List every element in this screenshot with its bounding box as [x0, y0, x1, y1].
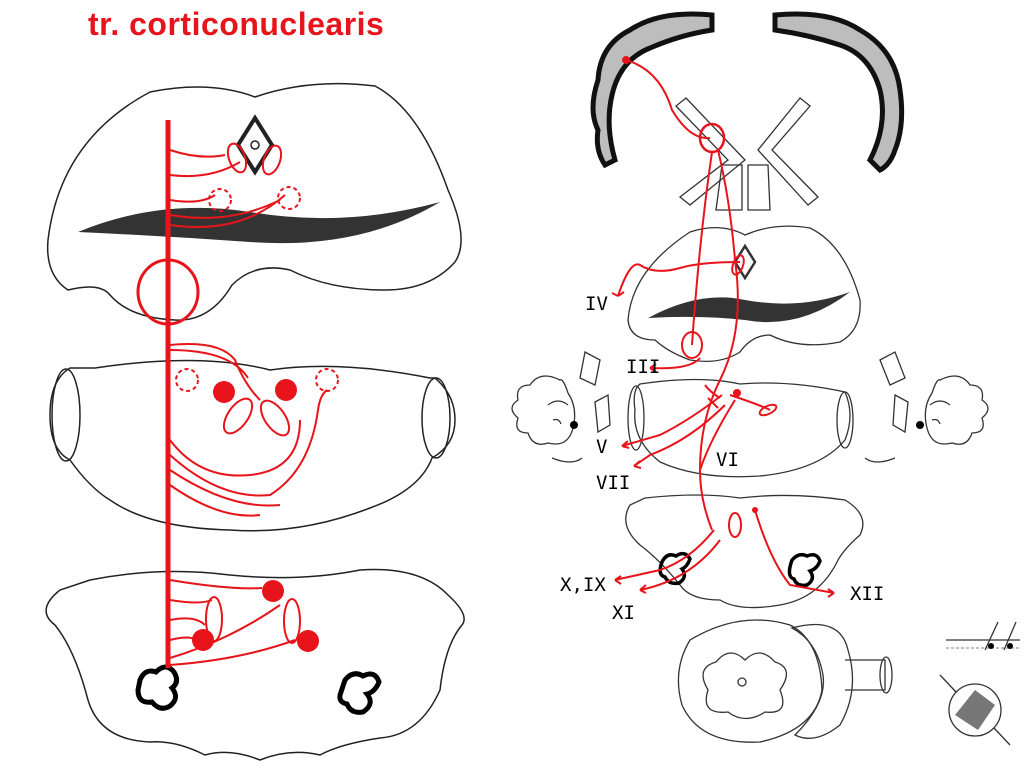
diagram-title: tr. corticonuclearis — [88, 6, 385, 42]
midbrain-section-right — [627, 225, 861, 363]
left-tract — [136, 120, 339, 668]
midbrain-section-left — [46, 82, 462, 321]
inferior-olive-left-b — [337, 671, 382, 715]
label-cranial-nerve-vi: VI — [716, 449, 739, 471]
label-cranial-nerve-v: V — [596, 436, 608, 458]
left-sections — [45, 82, 465, 761]
label-cranial-nerve-vii: VII — [596, 472, 631, 494]
cerebral-aqueduct-left — [235, 114, 275, 176]
cortex-left-hemisphere — [590, 11, 715, 169]
crus-circle-left — [136, 258, 200, 326]
label-cranial-nerve-xii: XII — [850, 583, 885, 605]
medulla-section-left — [45, 568, 465, 761]
pons-section-right — [633, 378, 851, 478]
right-tract — [611, 56, 835, 598]
label-cranial-nerve-iii: III — [626, 356, 661, 378]
cortex-right-hemisphere — [772, 11, 905, 174]
label-cranial-nerve-x-ix: X,IX — [560, 574, 606, 596]
label-cranial-nerve-xi: XI — [612, 602, 635, 624]
spinal-cord-section — [677, 619, 823, 743]
label-cranial-nerve-iv: IV — [585, 293, 608, 315]
face-right — [924, 375, 989, 445]
inferior-olive-left-a — [135, 664, 180, 711]
medulla-section-right — [625, 494, 864, 609]
right-sections — [511, 11, 1020, 746]
face-left — [511, 375, 576, 445]
